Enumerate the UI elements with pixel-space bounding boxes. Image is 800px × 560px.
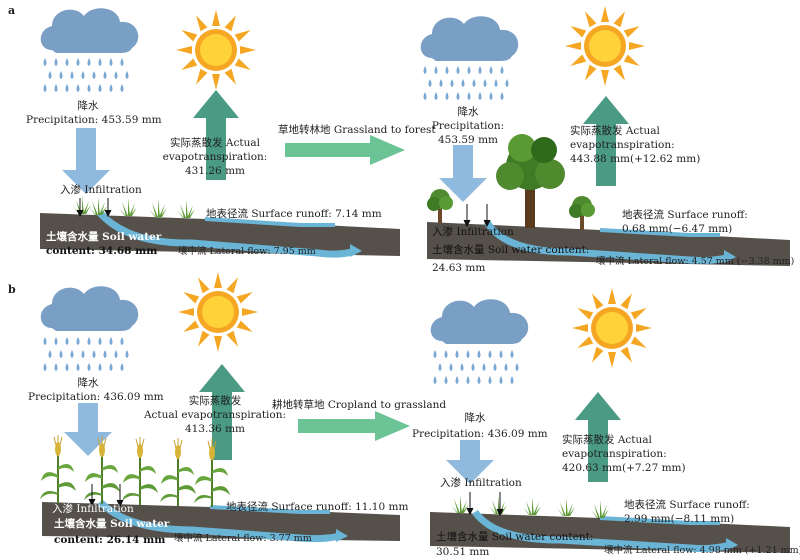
precip-cn-label: 降水 xyxy=(464,412,486,424)
precipitation-arrow xyxy=(446,440,494,484)
rain-icon xyxy=(44,337,129,371)
transition-arrow-b xyxy=(298,411,410,441)
runoff-band xyxy=(599,516,720,525)
sun-icon xyxy=(176,10,256,90)
et-arrow xyxy=(575,392,621,482)
infiltration-label: 入渗 Infiltration xyxy=(432,226,514,238)
precip-cn-label: 降水 xyxy=(77,377,99,389)
infiltration-arrows xyxy=(466,492,504,517)
infiltration-label: 入渗 Infiltration xyxy=(60,184,142,196)
lateral-flow-band xyxy=(472,509,731,553)
runoff-label: 地表径流 Surface runoff: xyxy=(624,499,750,511)
runoff-band xyxy=(599,228,720,237)
et-en-label: evapotranspiration: xyxy=(562,448,667,460)
soil-water-value: 24.63 mm xyxy=(432,262,486,274)
lateral-flow-label: 壤中流 Lateral flow: 3.77 mm xyxy=(174,533,312,544)
lateral-flow-label: 壤中流 Lateral flow: 7.95 mm xyxy=(178,246,316,257)
et-arrow xyxy=(199,364,245,460)
soil-water-value: 30.51 mm xyxy=(436,546,490,558)
cloud-icon xyxy=(430,299,529,344)
panel-a-right xyxy=(420,6,790,266)
precip-cn-label: 降水 xyxy=(457,106,479,118)
et-cn-label: 实际蒸散发 Actual xyxy=(170,137,260,149)
et-cn-label: 实际蒸散发 xyxy=(188,395,242,407)
crop-icon xyxy=(39,434,231,508)
et-value: 420.63 mm(+7.27 mm) xyxy=(562,462,686,474)
precip-value: Precipitation: 436.09 mm xyxy=(412,428,548,440)
flow-arrowhead xyxy=(726,538,738,551)
runoff-label: 地表径流 Surface runoff: xyxy=(622,209,748,221)
panel-label-b: b xyxy=(8,283,16,296)
precipitation-arrow xyxy=(64,403,112,456)
runoff-band xyxy=(204,217,335,227)
sun-icon xyxy=(565,6,645,86)
precip-cn-label: 降水 xyxy=(77,100,99,112)
et-en-label: evapotranspiration: xyxy=(162,151,268,163)
flow-arrowhead xyxy=(336,529,348,542)
panel-b-left xyxy=(39,272,400,543)
runoff-value: 2.99 mm(−8.11 mm) xyxy=(624,513,735,525)
et-cn-label: 实际蒸散发 Actual xyxy=(562,434,652,446)
lateral-flow-band xyxy=(484,220,731,265)
infiltration-arrows xyxy=(76,198,112,218)
soil-block xyxy=(430,512,790,553)
et-en-label: evapotranspiration: xyxy=(570,139,675,151)
infiltration-label: 入渗 Infiltration xyxy=(440,477,522,489)
flow-arrowhead xyxy=(350,244,362,257)
transition-arrow-a xyxy=(285,135,405,165)
rain-icon xyxy=(434,350,519,384)
lateral-flow-label: 壤中流 Lateral flow: 4.57 mm (−3.38 mm) xyxy=(596,256,795,267)
et-arrow xyxy=(583,96,629,186)
et-value: 413.36 mm xyxy=(185,423,245,435)
grass-icon xyxy=(73,196,195,218)
precipitation-arrow xyxy=(439,145,487,202)
lateral-flow-band xyxy=(97,499,341,543)
soil-water-label: 土壤含水量 Soil water content: xyxy=(436,531,594,543)
et-cn-label: 实际蒸散发 Actual xyxy=(570,125,660,137)
infiltration-arrows xyxy=(463,204,491,228)
cloud-icon xyxy=(420,16,519,61)
et-en-label: Actual evapotranspiration: xyxy=(143,409,287,421)
soil-water-label: 土壤含水量 Soil water content: xyxy=(432,244,590,256)
precip-value: Precipitation: 453.59 mm xyxy=(26,114,162,126)
panel-b-right xyxy=(430,288,790,553)
infiltration-arrows xyxy=(88,484,124,508)
precip-value: 453.59 mm xyxy=(438,134,498,146)
runoff-label: 地表径流 Surface runoff: 7.14 mm xyxy=(206,208,382,220)
et-arrow xyxy=(193,90,239,180)
panel-a-left xyxy=(40,8,400,258)
tree-icon xyxy=(427,134,595,230)
soil-water-label: 土壤含水量 Soil water xyxy=(46,231,162,243)
soil-water-value: content: 34.68 mm xyxy=(46,245,158,257)
soil-block xyxy=(427,222,790,266)
runoff-label: 地表径流 Surface runoff: 11.10 mm xyxy=(226,501,409,513)
transition-label-b: 耕地转草地 Cropland to grassland xyxy=(272,399,447,411)
flow-arrowhead xyxy=(724,250,736,263)
transition-label-a: 草地转林地 Grassland to forest xyxy=(278,124,436,136)
runoff-band xyxy=(209,505,330,514)
sun-icon xyxy=(572,288,652,368)
cloud-icon xyxy=(40,286,139,331)
lateral-flow-band xyxy=(97,210,357,258)
lateral-flow-label: 壤中流 Lateral flow: 4.98 mm (+1.21 mm) xyxy=(604,545,800,556)
precip-label: Precipitation: xyxy=(431,120,505,132)
soil-water-label: 土壤含水量 Soil water xyxy=(54,518,170,530)
rain-icon xyxy=(44,58,129,92)
et-value: 431.26 mm xyxy=(185,165,245,177)
soil-water-value: content: 26.14 mm xyxy=(54,534,166,546)
precip-value: Precipitation: 436.09 mm xyxy=(28,391,164,403)
precipitation-arrow xyxy=(62,128,110,194)
soil-block xyxy=(40,213,400,256)
cloud-icon xyxy=(40,8,139,54)
et-value: 443.88 mm(+12.62 mm) xyxy=(570,153,701,165)
sun-icon xyxy=(178,272,258,352)
rain-icon xyxy=(424,66,509,100)
runoff-value: 0.68 mm(−6.47 mm) xyxy=(622,223,733,235)
infiltration-label: 入渗 Infiltration xyxy=(52,503,134,515)
panel-label-a: a xyxy=(8,4,16,17)
